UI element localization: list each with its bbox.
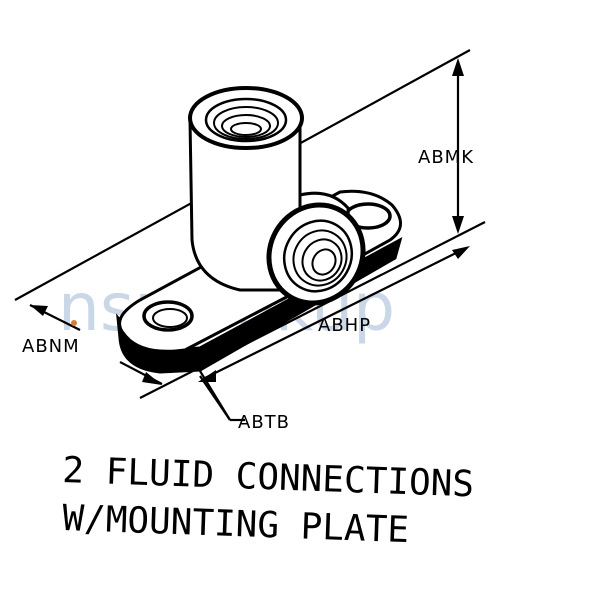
label-abnm: ABNM — [22, 336, 80, 357]
label-abtb: ABTB — [238, 412, 290, 433]
accent-dot — [71, 320, 77, 326]
side-port — [266, 202, 366, 306]
label-abmk: ABMK — [418, 147, 474, 168]
caption-line-1: 2 FLUID CONNECTIONS — [62, 450, 475, 505]
label-abhp: ABHP — [318, 315, 371, 336]
caption-line-2: W/MOUNTING PLATE — [62, 498, 410, 551]
